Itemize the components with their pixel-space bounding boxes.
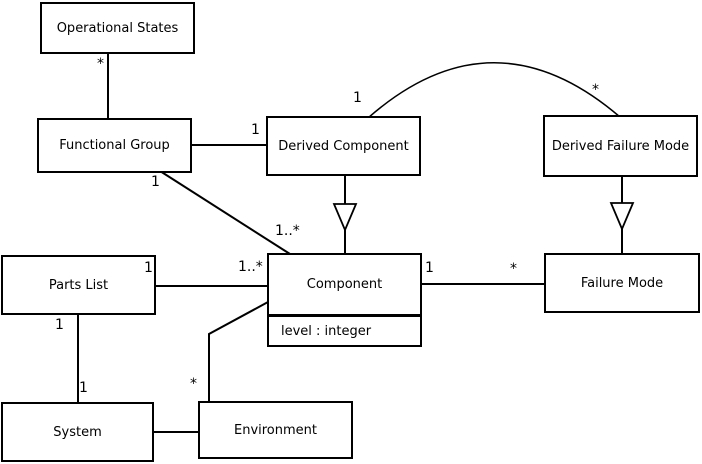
class-failure-mode: Failure Mode <box>544 253 700 313</box>
multiplicity-label: 1..* <box>238 259 263 275</box>
multiplicity-label: 1 <box>55 317 64 333</box>
multiplicity-label: 1..* <box>275 223 300 239</box>
multiplicity-label: 1 <box>353 90 362 106</box>
class-name-label: Operational States <box>56 20 179 36</box>
generalization-triangle-icon <box>609 202 635 232</box>
class-attribute-compartment: level : integer <box>269 317 420 345</box>
class-operational-states: Operational States <box>40 2 195 54</box>
class-derived-component: Derived Component <box>266 116 421 176</box>
association-component-environment <box>208 301 269 403</box>
class-name-label: Derived Component <box>278 138 409 154</box>
class-name-compartment: Component <box>269 255 420 317</box>
multiplicity-label: * <box>592 82 599 98</box>
class-name-label: Functional Group <box>59 138 170 153</box>
class-derived-failure-mode: Derived Failure Mode <box>543 115 698 177</box>
association-functional-group-component <box>159 170 291 255</box>
class-system: System <box>1 402 154 462</box>
class-attribute-label: level : integer <box>281 323 372 339</box>
class-functional-group: Functional Group <box>37 118 192 173</box>
multiplicity-label: * <box>510 261 517 277</box>
class-name-label: Environment <box>233 422 317 438</box>
multiplicity-label: * <box>97 56 104 72</box>
multiplicity-label: 1 <box>425 260 434 276</box>
class-name-label: Parts List <box>48 277 109 293</box>
class-component: Component level : integer <box>267 253 422 347</box>
multiplicity-label: 1 <box>144 260 153 276</box>
generalization-triangle-icon <box>332 203 358 233</box>
association-derived-component-derived-failure-mode <box>367 62 621 119</box>
class-parts-list: Parts List <box>1 255 156 315</box>
class-name-label: Derived Failure Mode <box>551 138 690 154</box>
multiplicity-label: 1 <box>79 380 88 396</box>
class-name-label: Failure Mode <box>580 275 664 291</box>
multiplicity-label: * <box>190 376 197 392</box>
class-environment: Environment <box>198 401 353 459</box>
class-name-label: Component <box>306 277 383 292</box>
multiplicity-label: 1 <box>151 174 160 190</box>
multiplicity-label: 1 <box>251 122 260 138</box>
class-name-label: System <box>53 424 102 440</box>
